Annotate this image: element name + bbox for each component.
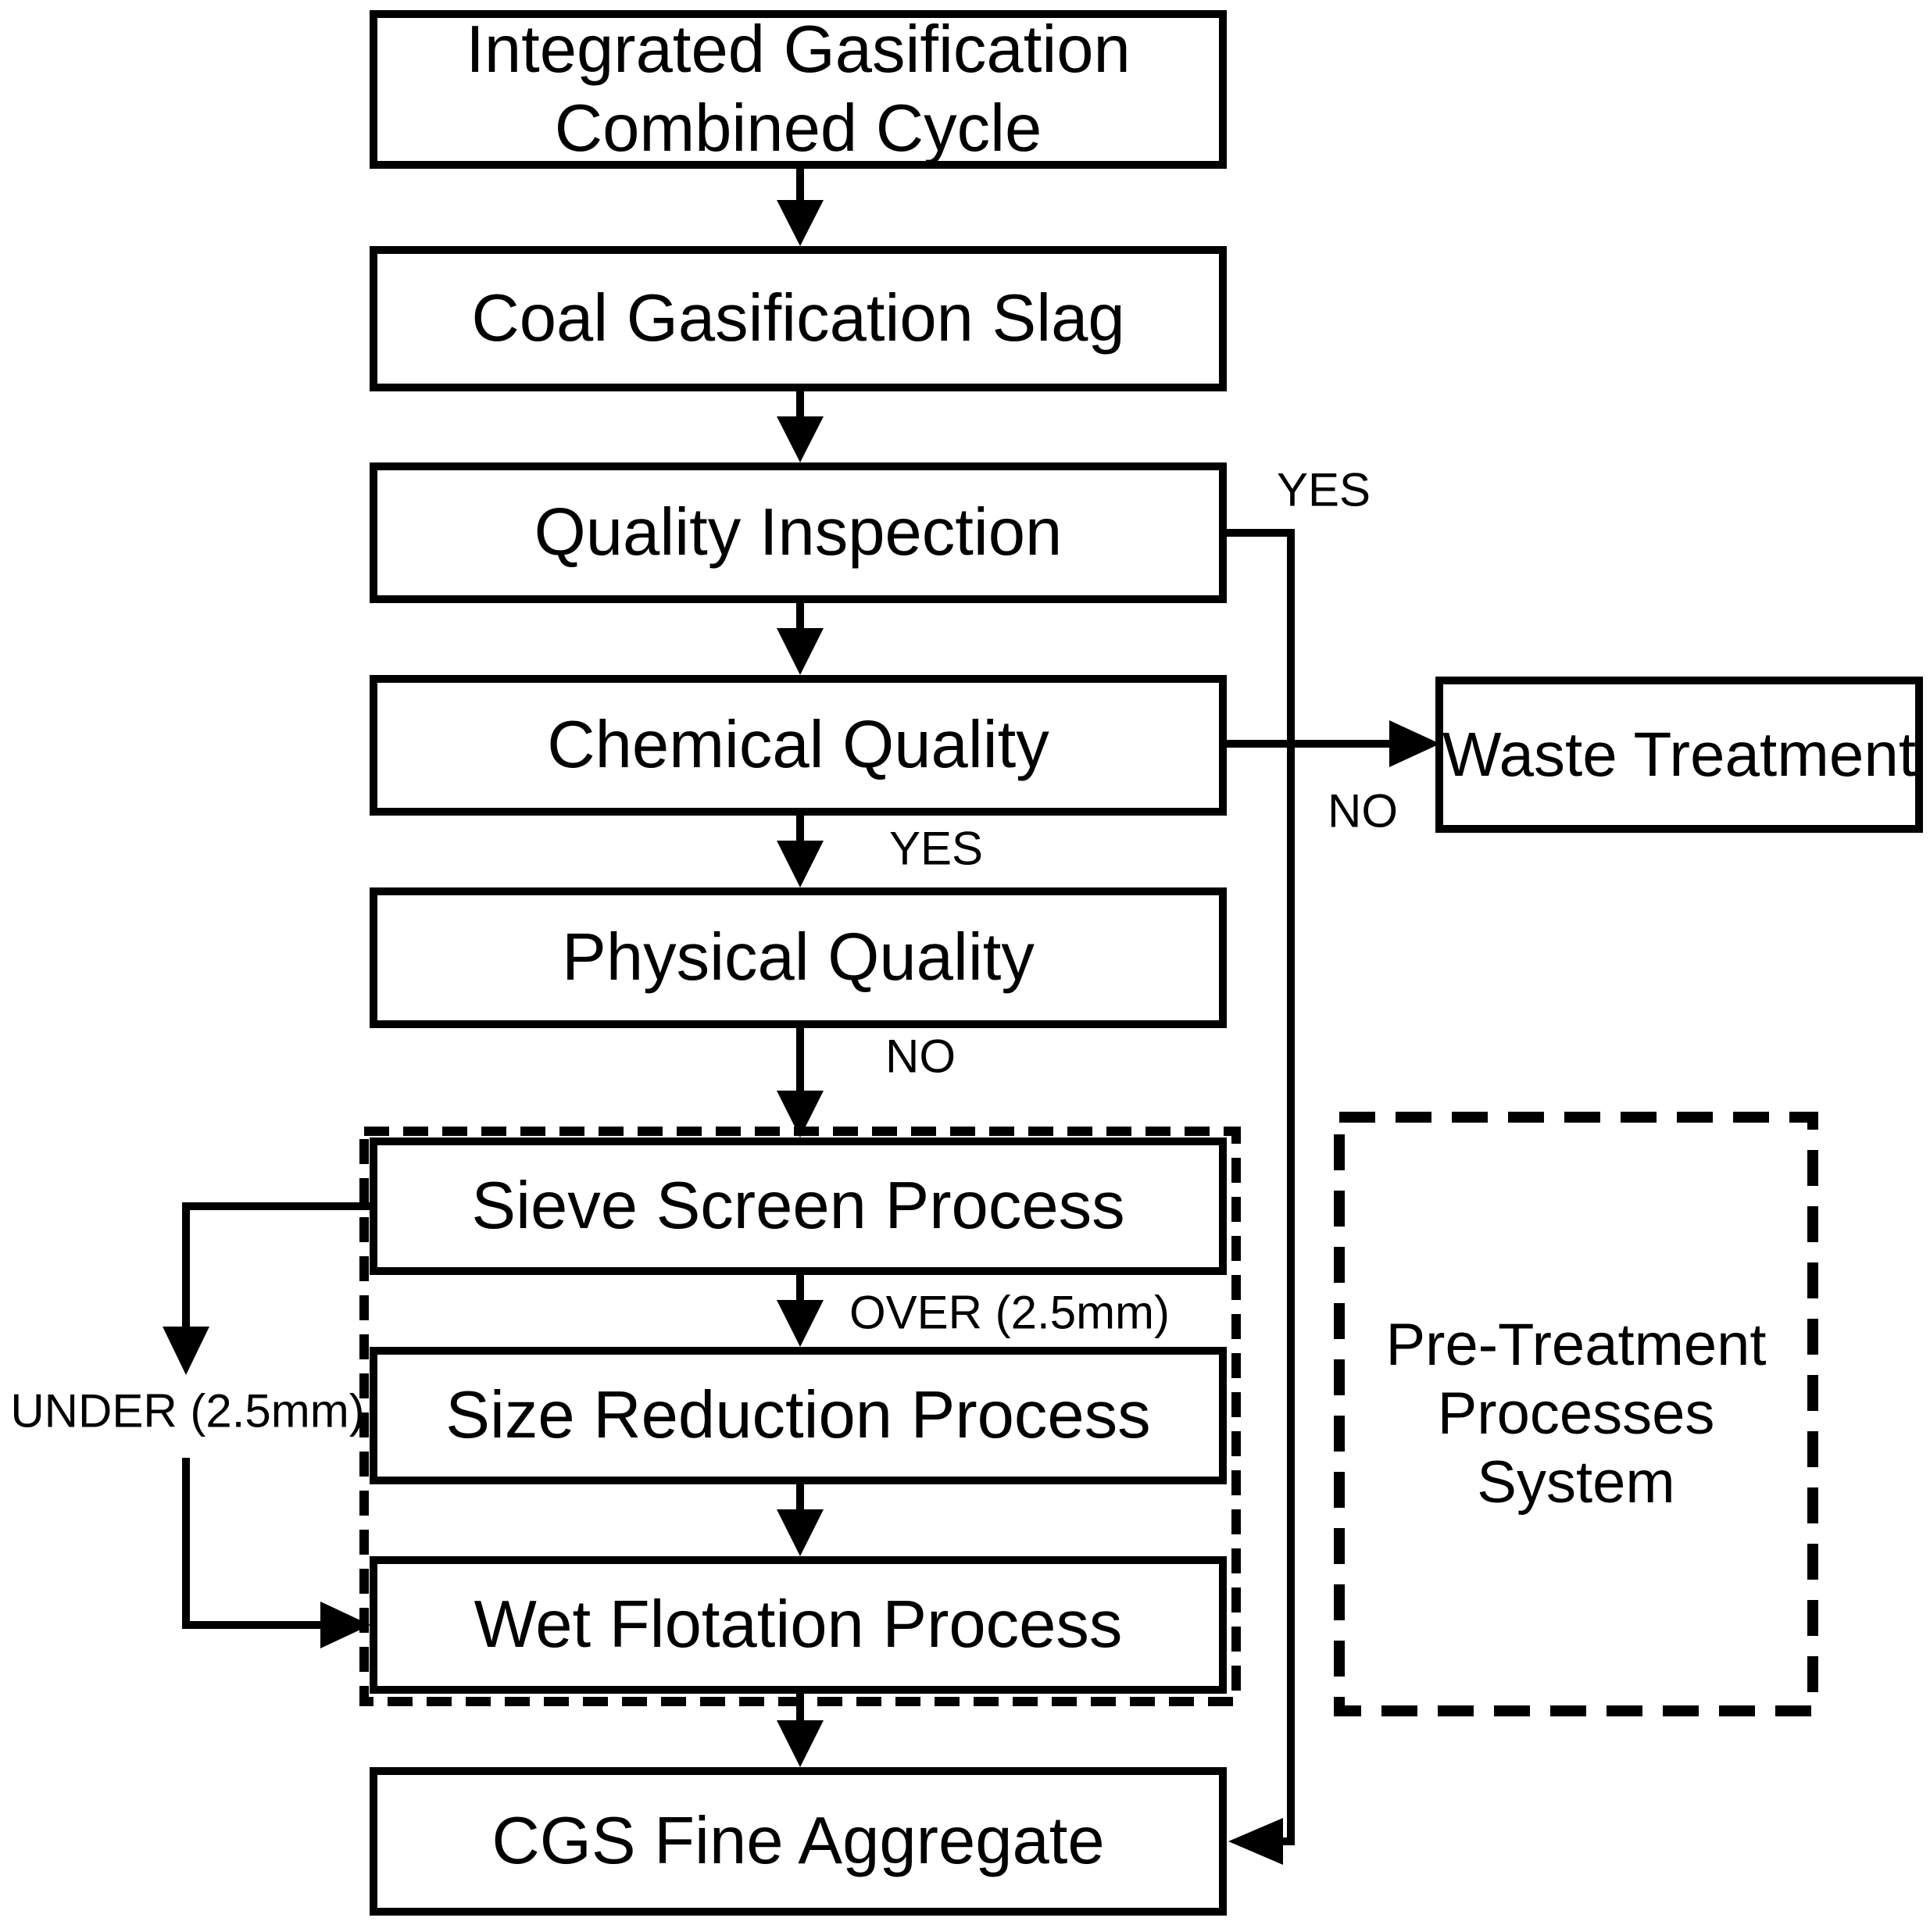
pretreatment-group-dashed-border [359,1127,1241,1706]
edge-label-physical-no: NO [885,1030,956,1083]
node-label: Physical Quality [562,920,1035,995]
arrowhead-down-icon [777,200,824,246]
pretreatment-system-label: Pre-Treatment Processes System [1339,1117,1813,1711]
arrowhead-down-icon [163,1327,209,1375]
node-label-line: Integrated Gasification [466,12,1131,87]
arrowhead-right-icon [320,1602,370,1648]
node-physical-quality: Physical Quality [370,887,1227,1028]
node-coal-gasification-slag: Coal Gasification Slag [370,246,1227,391]
node-sieve-screen-process: Sieve Screen Process [370,1137,1227,1275]
edge-label-quality-yes: YES [1276,463,1371,516]
node-wet-flotation-process: Wet Flotation Process [370,1556,1227,1694]
node-label-line: Pre-Treatment [1385,1311,1767,1378]
node-label-line: Combined Cycle [554,91,1042,166]
node-integrated-gasification-combined-cycle: Integrated Gasification Combined Cycle [370,10,1227,169]
line-sieve-under-lower [182,1458,322,1629]
arrowhead-down-icon [777,1091,824,1137]
pretreatment-system-dashed-border [1334,1112,1818,1716]
line-quality-yes-bypass [1227,529,1295,1845]
edge-label-over-2-5mm: OVER (2.5mm) [849,1286,1171,1339]
node-label: Wet Flotation Process [474,1587,1123,1662]
node-size-reduction-process: Size Reduction Process [370,1347,1227,1484]
node-waste-treatment: Waste Treatment [1435,677,1923,833]
node-label-line: System [1477,1449,1675,1516]
node-label: Coal Gasification Slag [471,280,1125,355]
node-label: Size Reduction Process [445,1377,1151,1452]
arrowhead-left-icon [1228,1818,1283,1865]
connector-lines [182,169,1391,1845]
edge-label-chemical-yes: YES [888,822,984,875]
arrowhead-down-icon [777,628,824,675]
arrowhead-down-icon [777,1509,824,1556]
node-label: Sieve Screen Process [471,1168,1125,1243]
line-sieve-under-upper [182,1202,370,1328]
node-cgs-fine-aggregate: CGS Fine Aggregate [370,1767,1227,1916]
node-label-line: Processes [1437,1380,1715,1447]
node-label: Waste Treatment [1442,719,1917,789]
node-label: Chemical Quality [547,707,1049,782]
edge-label-under-2-5mm: UNDER (2.5mm) [10,1384,365,1437]
edge-label-chemical-no: NO [1328,784,1398,837]
node-label: Quality Inspection [534,495,1063,570]
node-label: CGS Fine Aggregate [491,1803,1105,1878]
node-chemical-quality: Chemical Quality [370,675,1227,816]
arrowhead-down-icon [777,1300,824,1347]
arrowhead-right-icon [1389,720,1440,767]
node-quality-inspection: Quality Inspection [370,462,1227,603]
arrowheads [163,200,1440,1865]
arrowhead-down-icon [777,1720,824,1767]
arrowhead-down-icon [777,841,824,887]
arrowhead-down-icon [777,416,824,462]
